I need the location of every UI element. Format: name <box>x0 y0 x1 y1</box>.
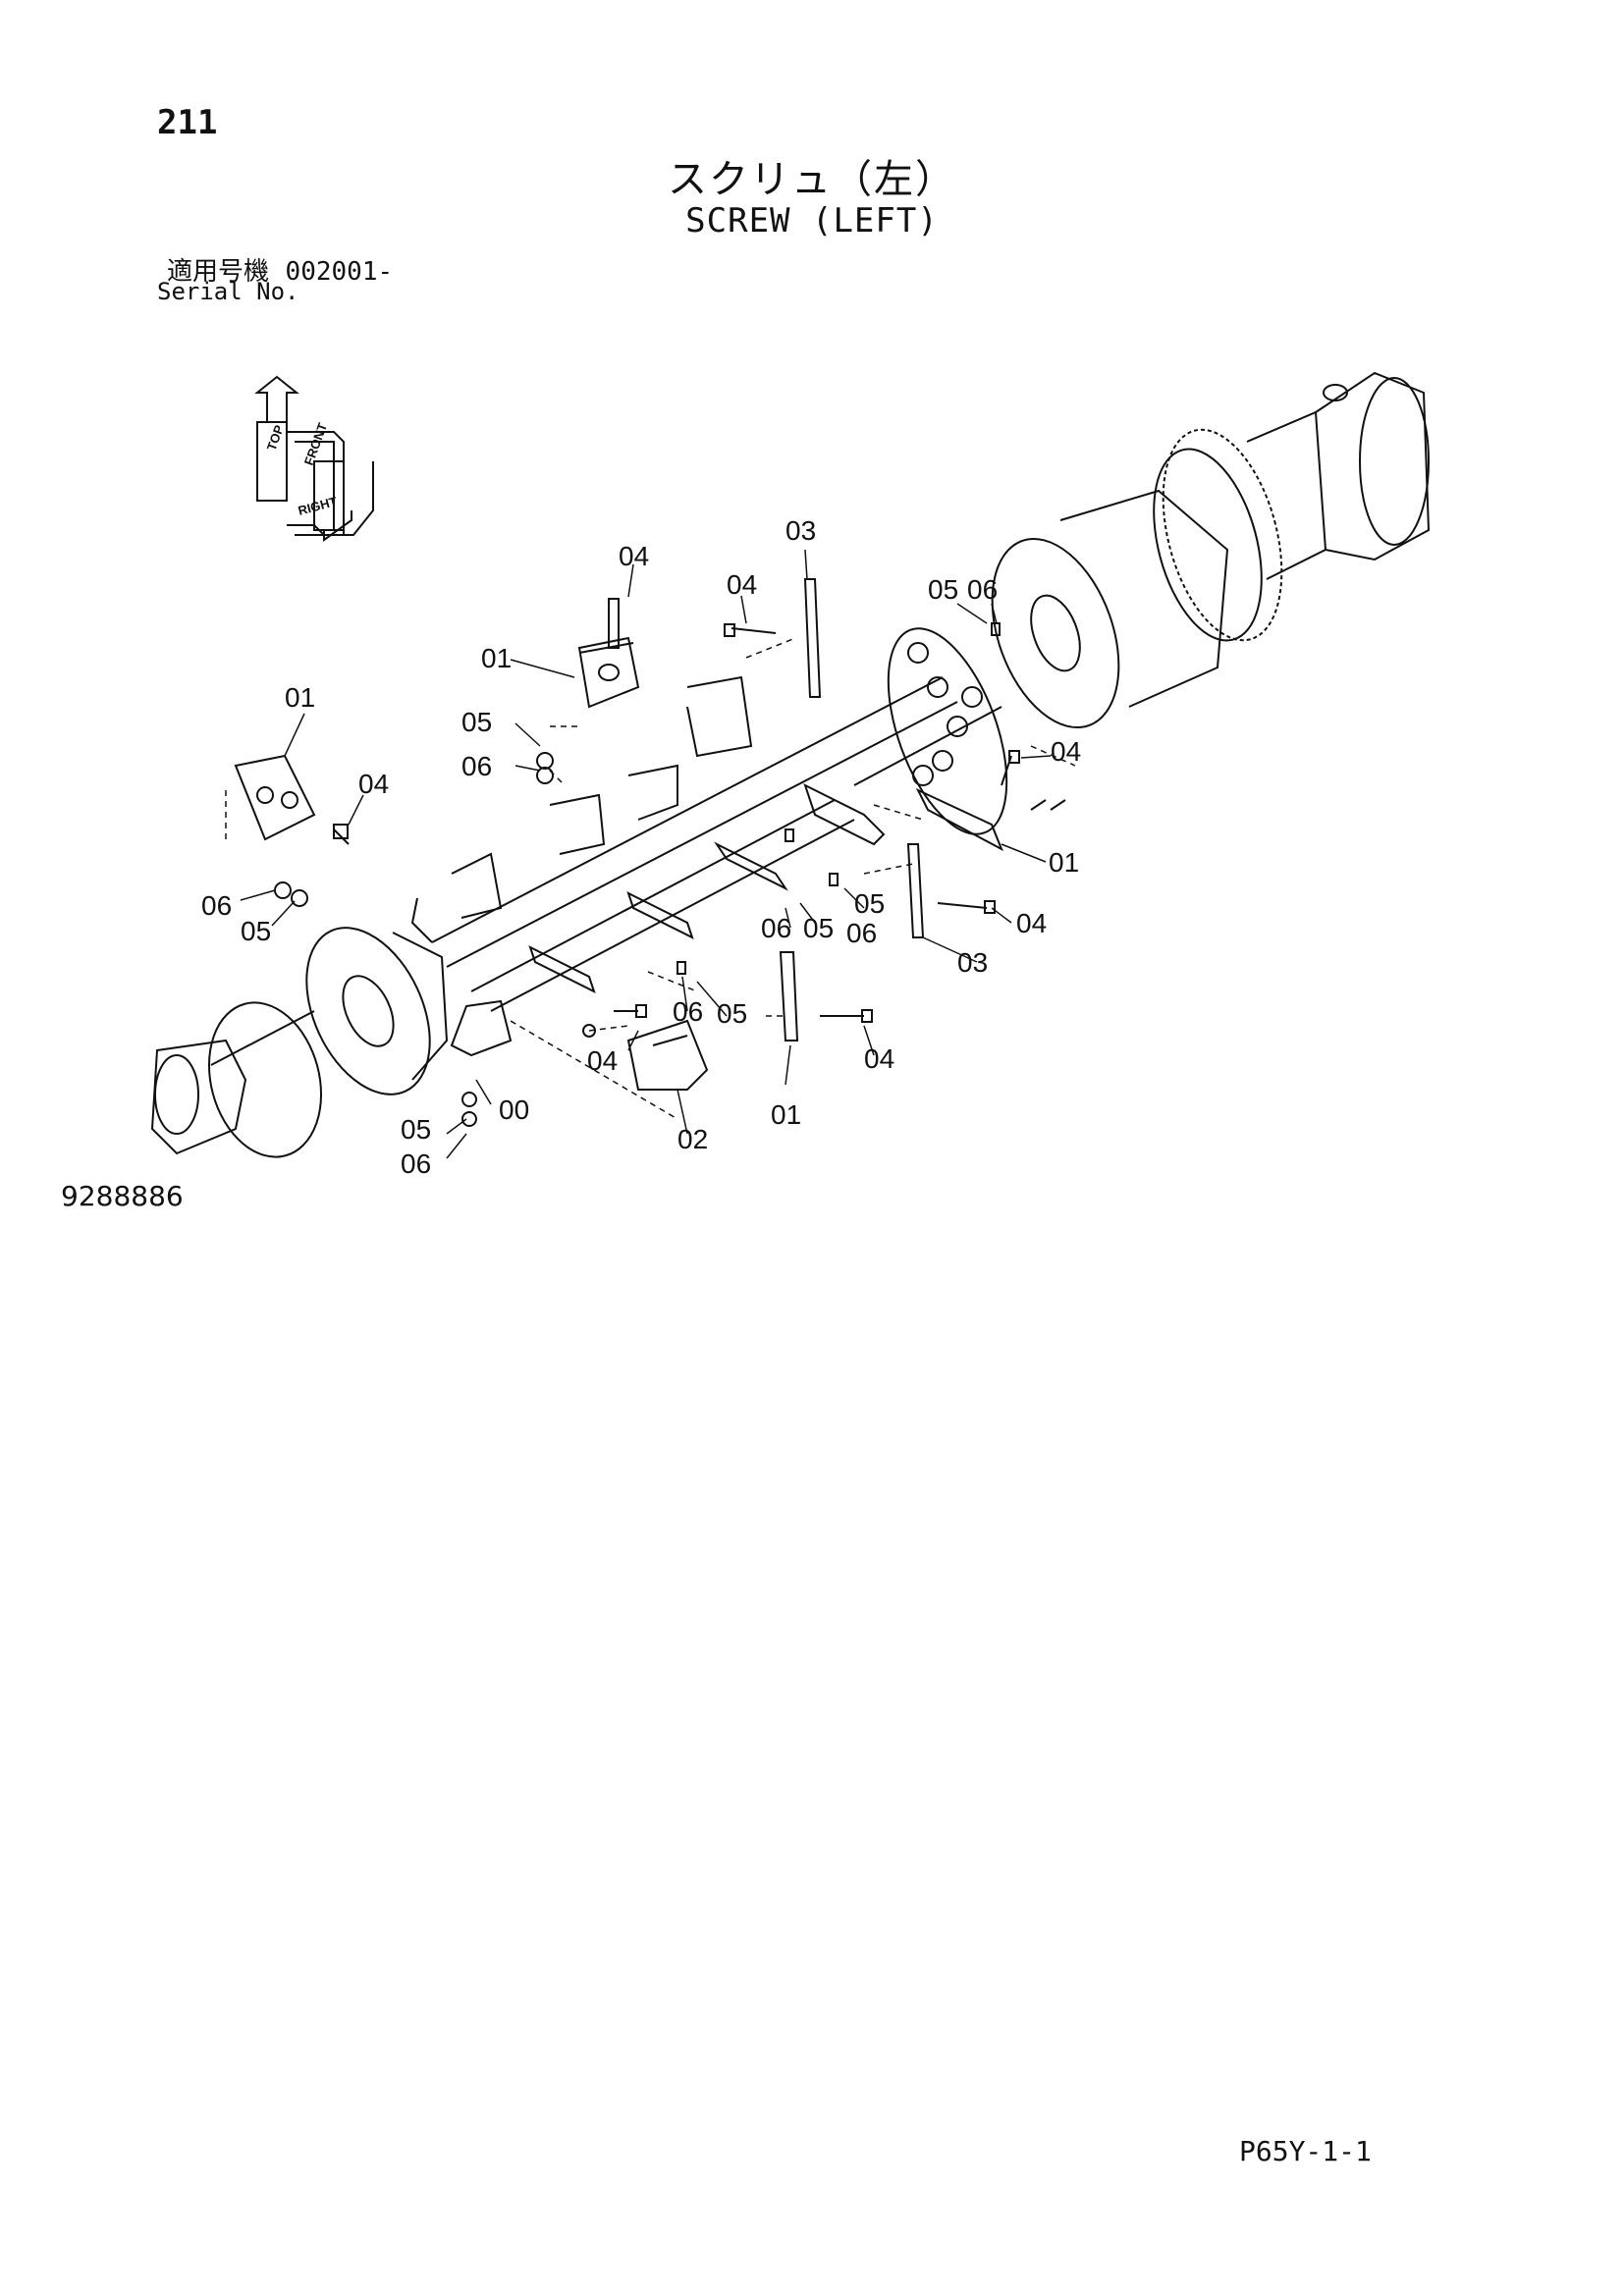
orient-front-label: FRONT <box>301 421 330 467</box>
serial-label-english: Serial No. <box>157 278 299 305</box>
callout-label: 05 <box>928 574 958 605</box>
figure-id: 9288886 <box>61 1180 184 1212</box>
serial-label-jp: 適用号機 <box>167 257 270 287</box>
callout-label: 06 <box>846 918 877 948</box>
orient-right-label: RIGHT <box>297 494 339 518</box>
callout-label: 03 <box>957 947 988 978</box>
callout-label: 04 <box>619 541 649 571</box>
title-japanese: スクリュ（左） <box>668 157 956 202</box>
callout-label: 06 <box>401 1148 431 1179</box>
callout-label: 05 <box>241 916 271 946</box>
serial-line-japanese: 適用号機 002001- <box>167 251 393 288</box>
callout-label: 01 <box>771 1099 801 1130</box>
callout-label: 04 <box>587 1045 618 1076</box>
callout-label: 03 <box>785 515 816 546</box>
callout-label: 05 <box>401 1114 431 1145</box>
page-code: P65Y-1-1 <box>1239 2135 1372 2167</box>
orientation-indicator <box>254 375 374 542</box>
callout-label: 04 <box>1016 908 1047 938</box>
page-number: 211 <box>157 103 218 142</box>
callout-label: 05 <box>803 913 834 943</box>
orient-top-label: TOP <box>264 423 287 453</box>
callout-label: 05 <box>461 707 492 737</box>
callout-label: 01 <box>1049 847 1079 878</box>
callout-label: 06 <box>461 751 492 781</box>
callout-label: 04 <box>358 769 389 799</box>
callout-label: 01 <box>481 643 512 673</box>
callout-label: 04 <box>727 569 757 600</box>
callout-label: 05 <box>717 998 747 1029</box>
callout-label: 06 <box>201 890 232 921</box>
callout-label: 06 <box>761 913 791 943</box>
callout-label: 01 <box>285 682 315 713</box>
callout-label: 06 <box>673 996 703 1027</box>
callout-label: 02 <box>677 1124 708 1154</box>
callout-label: 04 <box>1051 736 1081 767</box>
title-english: SCREW (LEFT) <box>685 201 939 240</box>
callout-label: 05 <box>854 888 885 919</box>
serial-value: 002001- <box>285 257 394 287</box>
callout-label: 06 <box>967 574 998 605</box>
callout-label: 04 <box>864 1043 894 1074</box>
callout-label: 00 <box>499 1095 529 1125</box>
